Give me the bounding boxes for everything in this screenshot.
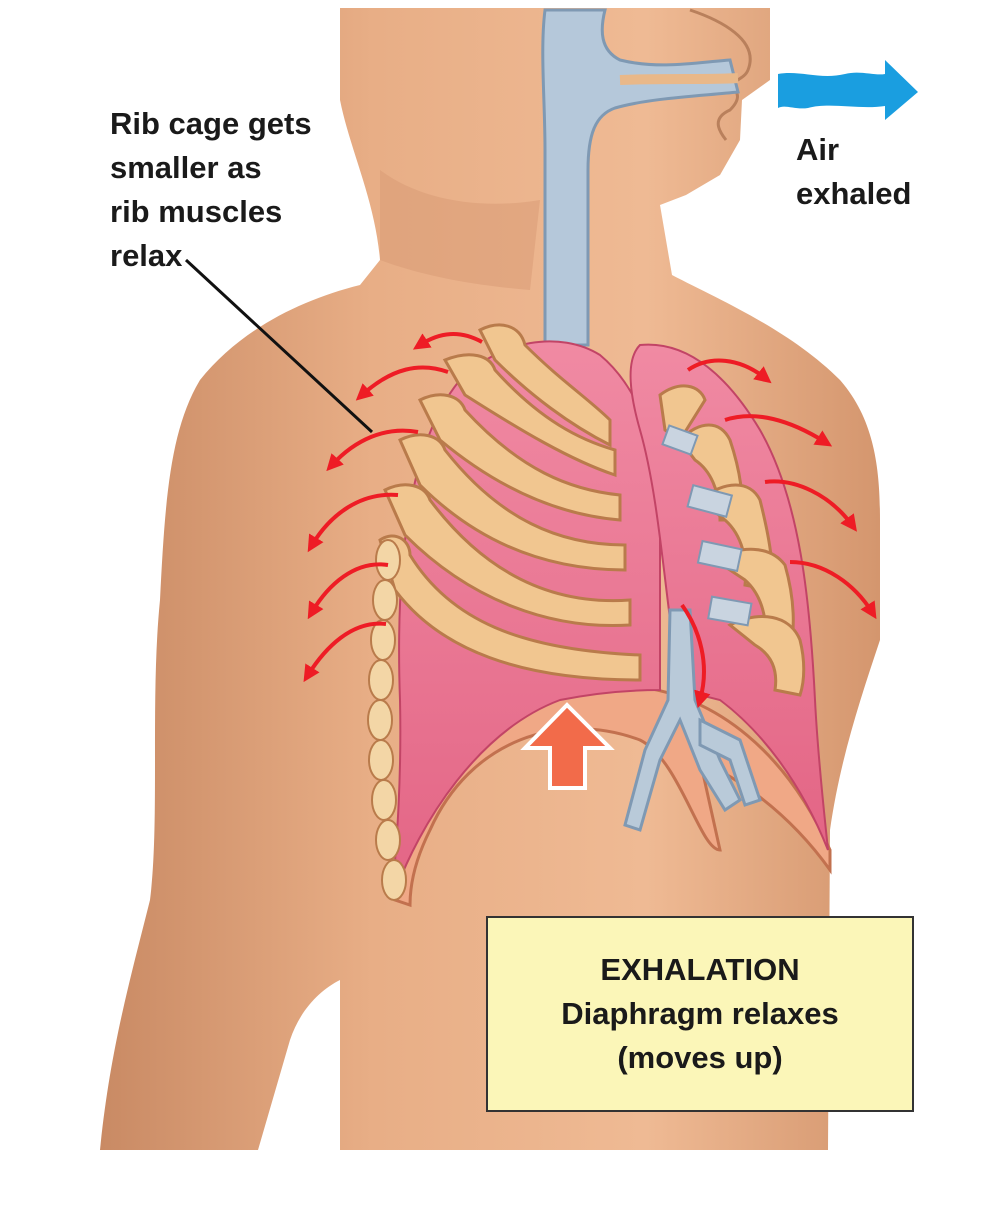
right-arrow-icon bbox=[778, 60, 918, 120]
red-arrow-icon bbox=[355, 365, 449, 401]
red-arrow-icon bbox=[326, 428, 419, 472]
rib-cage-label-line: smaller as bbox=[110, 150, 262, 185]
red-arrow-icon bbox=[412, 332, 483, 350]
caption-line-2: (moves up) bbox=[617, 1040, 783, 1075]
rib-cage-label-line: rib muscles bbox=[110, 194, 283, 229]
rib-cage-label-line: Rib cage gets bbox=[110, 106, 312, 141]
neck-shade bbox=[380, 170, 540, 290]
red-arrow-icon bbox=[680, 603, 711, 709]
red-arrow-icon bbox=[764, 479, 857, 532]
rib-movement-arrows-left bbox=[303, 332, 483, 683]
air-label-line: Air bbox=[796, 132, 840, 167]
airway bbox=[541, 8, 740, 347]
rib-cage-label: Rib cage gets smaller as rib muscles rel… bbox=[110, 102, 370, 278]
sternum-cartilage bbox=[661, 424, 753, 627]
rib-movement-arrows-right bbox=[686, 358, 877, 620]
air-exhaled-label: Air exhaled bbox=[796, 128, 911, 216]
red-arrow-icon bbox=[307, 562, 389, 620]
bronchi bbox=[623, 608, 762, 832]
mouth-line bbox=[619, 73, 739, 85]
caption-line-1: Diaphragm relaxes bbox=[561, 996, 839, 1031]
air-label-line: exhaled bbox=[796, 176, 912, 211]
up-arrow-icon bbox=[520, 702, 615, 790]
red-arrow-icon bbox=[307, 492, 399, 553]
rib-cage-left bbox=[378, 323, 642, 682]
rib-cage-label-line: relax bbox=[110, 238, 183, 273]
rib-cartilage-column bbox=[367, 539, 407, 901]
red-arrow-icon bbox=[303, 621, 387, 683]
caption-title: EXHALATION bbox=[600, 952, 800, 987]
red-arrow-icon bbox=[686, 358, 772, 384]
rib-label-leader-line bbox=[184, 258, 374, 434]
caption-box: EXHALATION Diaphragm relaxes (moves up) bbox=[486, 916, 914, 1112]
red-arrow-icon bbox=[789, 560, 877, 620]
lung-right bbox=[629, 343, 829, 851]
red-arrow-icon bbox=[724, 414, 833, 447]
